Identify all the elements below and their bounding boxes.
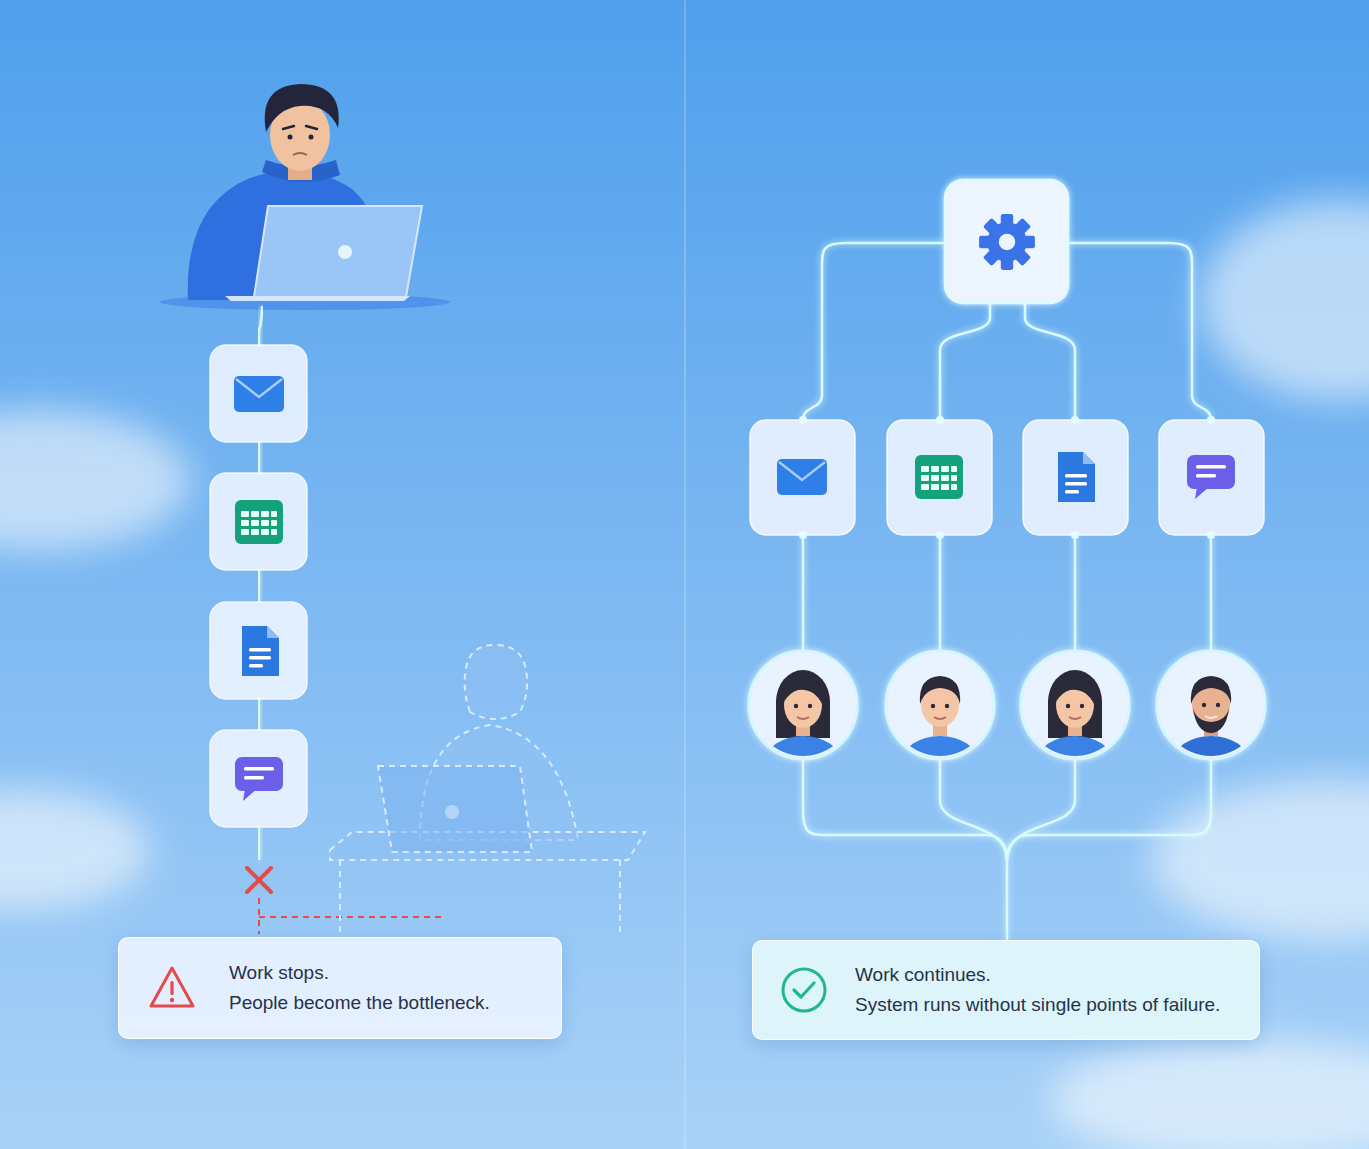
tool-boxes-chain xyxy=(210,473,307,570)
gear-box xyxy=(945,180,1068,303)
team-avatars xyxy=(889,654,991,788)
absent-person xyxy=(445,805,459,819)
wire-dots xyxy=(799,416,807,424)
busy-person xyxy=(338,245,352,259)
tool-boxes-chain xyxy=(210,345,307,442)
gear-box xyxy=(945,180,1068,303)
system-wires xyxy=(939,535,942,651)
gear-box xyxy=(979,214,1035,270)
system-wires xyxy=(1074,535,1077,651)
tool-boxes-chain xyxy=(242,626,279,676)
busy-person xyxy=(160,84,450,310)
team-avatars xyxy=(752,654,854,788)
tool-boxes-chain xyxy=(235,500,283,544)
clouds xyxy=(1200,200,1369,400)
busy-person xyxy=(254,206,422,297)
chain-wires xyxy=(259,306,262,345)
failure-box: Work stops.People become the bottleneck. xyxy=(118,937,562,1039)
team-avatars xyxy=(1024,654,1126,788)
panel-divider xyxy=(684,0,686,1149)
clouds xyxy=(1050,1040,1369,1149)
system-wires xyxy=(803,759,1007,940)
status-text: People become the bottleneck. xyxy=(229,988,490,1018)
success-box: Work continues.System runs without singl… xyxy=(752,940,1260,1040)
wire-dots xyxy=(1207,531,1215,539)
system-wires xyxy=(940,759,1007,860)
status-icon-glyph xyxy=(783,969,825,1011)
tool-boxes-chain xyxy=(210,602,307,699)
busy-person xyxy=(293,153,307,155)
status-text: Work stops. xyxy=(229,958,329,988)
busy-person xyxy=(306,126,317,129)
tool-boxes-parallel xyxy=(1187,455,1235,499)
break-mark xyxy=(247,868,445,934)
tool-boxes-parallel xyxy=(1058,452,1095,502)
busy-person xyxy=(288,135,293,140)
tool-boxes-parallel xyxy=(750,420,855,535)
wire-dots xyxy=(1207,416,1215,424)
wire-dots xyxy=(1071,416,1079,424)
absent-person xyxy=(465,645,527,719)
status-icon xyxy=(779,965,829,1015)
wire-dots xyxy=(936,531,944,539)
tool-boxes-parallel xyxy=(1159,420,1264,535)
chain-wires xyxy=(258,442,261,473)
team-avatars xyxy=(749,651,1265,788)
tool-boxes-parallel xyxy=(1023,420,1128,535)
absent-person xyxy=(378,766,532,852)
tool-boxes-parallel xyxy=(887,420,992,535)
team-avatars xyxy=(1160,654,1262,788)
wire-dots xyxy=(799,416,1215,539)
system-wires xyxy=(803,243,1211,940)
status-text: Work continues. xyxy=(855,960,991,990)
break-mark xyxy=(259,898,445,934)
tool-boxes-chain xyxy=(234,376,284,412)
wire-dots xyxy=(799,531,807,539)
busy-person xyxy=(265,84,339,132)
chain-wires xyxy=(258,827,261,860)
system-wires xyxy=(1007,759,1211,860)
tool-boxes-parallel xyxy=(777,459,827,495)
busy-person xyxy=(283,126,294,129)
busy-person xyxy=(309,135,314,140)
clouds xyxy=(0,410,190,550)
tool-boxes-chain xyxy=(235,757,283,801)
system-wires xyxy=(1007,759,1075,860)
system-wires xyxy=(940,303,990,420)
system-wires xyxy=(803,243,945,420)
tool-boxes-parallel xyxy=(750,420,1264,535)
wire-dots xyxy=(936,416,944,424)
wire-dots xyxy=(1071,531,1079,539)
status-icon-glyph xyxy=(151,968,193,1006)
system-wires xyxy=(802,535,805,651)
tool-boxes-chain xyxy=(210,345,307,827)
absent-person xyxy=(340,860,620,935)
status-text: System runs without single points of fai… xyxy=(855,990,1220,1020)
chain-wires xyxy=(258,699,261,730)
status-icon xyxy=(147,963,197,1013)
tool-boxes-parallel xyxy=(915,455,963,499)
chain-wires xyxy=(258,570,261,602)
system-wires xyxy=(1025,303,1075,420)
system-wires xyxy=(1210,535,1213,651)
clouds xyxy=(0,790,150,910)
break-mark xyxy=(247,868,271,892)
system-wires xyxy=(1068,243,1211,420)
clouds xyxy=(1150,780,1369,940)
absent-person xyxy=(330,645,645,935)
busy-person xyxy=(225,296,410,301)
tool-boxes-chain xyxy=(210,730,307,827)
